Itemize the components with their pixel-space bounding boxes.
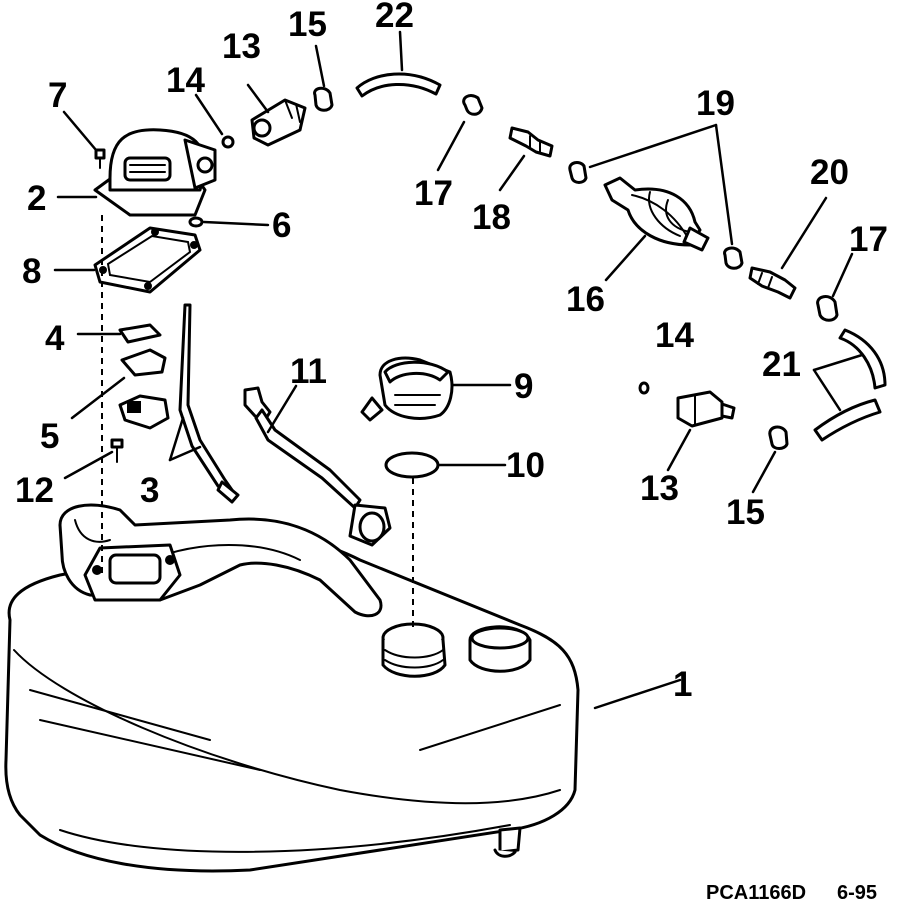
clamp-19-left bbox=[568, 161, 588, 184]
fuel-hose-22 bbox=[355, 72, 442, 98]
clamp-17-right bbox=[816, 295, 839, 322]
callout-17-right: 17 bbox=[849, 220, 888, 259]
fuel-connector-13-upper bbox=[250, 98, 307, 147]
callout-21: 21 bbox=[762, 345, 801, 384]
callout-22: 22 bbox=[375, 0, 414, 35]
primer-bulb-16 bbox=[603, 176, 710, 252]
screw-7 bbox=[94, 148, 106, 169]
drawing-code: PCA1166D bbox=[706, 882, 806, 904]
screw-12 bbox=[110, 438, 124, 463]
callout-17-upper: 17 bbox=[414, 174, 453, 213]
o-ring-10 bbox=[384, 451, 440, 479]
callout-7: 7 bbox=[48, 76, 67, 115]
fuel-gauge-11 bbox=[243, 386, 392, 547]
drawing-date: 6-95 bbox=[837, 882, 877, 904]
bracket-5 bbox=[120, 348, 167, 377]
clamp-15-lower bbox=[768, 425, 789, 450]
clamp-15-upper bbox=[313, 86, 334, 112]
callout-6: 6 bbox=[272, 206, 291, 245]
callout-8: 8 bbox=[22, 252, 41, 291]
callout-19: 19 bbox=[696, 84, 735, 123]
fuel-hose-21-upper bbox=[838, 328, 887, 390]
pickup-tube-3 bbox=[178, 303, 240, 504]
o-ring-14-upper bbox=[221, 135, 235, 149]
callout-1: 1 bbox=[673, 665, 692, 704]
fitting-20 bbox=[748, 266, 797, 300]
fitting-18 bbox=[508, 126, 554, 158]
filter-block bbox=[118, 394, 170, 430]
callout-13-upper: 13 bbox=[222, 27, 261, 66]
callout-14-lower: 14 bbox=[655, 316, 694, 355]
callout-15-lower: 15 bbox=[726, 493, 765, 532]
callout-2: 2 bbox=[27, 179, 46, 218]
callout-11: 11 bbox=[290, 352, 327, 391]
fuel-pickup-housing bbox=[93, 128, 217, 217]
filler-cap-9 bbox=[360, 356, 454, 422]
callout-13-lower: 13 bbox=[640, 469, 679, 508]
callout-14-upper: 14 bbox=[166, 61, 205, 100]
callout-15-upper: 15 bbox=[288, 5, 327, 44]
fuel-connector-13-lower bbox=[676, 390, 736, 428]
callout-20: 20 bbox=[810, 153, 849, 192]
callout-5: 5 bbox=[40, 417, 59, 456]
leader-lines bbox=[53, 30, 864, 710]
callout-9: 9 bbox=[514, 367, 533, 406]
callout-18: 18 bbox=[472, 198, 511, 237]
callout-10: 10 bbox=[506, 446, 545, 485]
clamp-17-upper bbox=[462, 94, 484, 116]
gasket-8 bbox=[93, 226, 202, 294]
o-ring-6 bbox=[188, 216, 204, 228]
fuel-hose-21-lower bbox=[813, 398, 882, 442]
callout-16: 16 bbox=[566, 280, 605, 319]
fuel-tank bbox=[4, 503, 580, 873]
callout-12: 12 bbox=[15, 471, 54, 510]
o-ring-14-lower bbox=[638, 381, 650, 395]
clamp-19-right bbox=[723, 246, 744, 270]
plate-4 bbox=[118, 323, 162, 344]
callout-3: 3 bbox=[140, 471, 159, 510]
callout-4: 4 bbox=[45, 319, 65, 358]
